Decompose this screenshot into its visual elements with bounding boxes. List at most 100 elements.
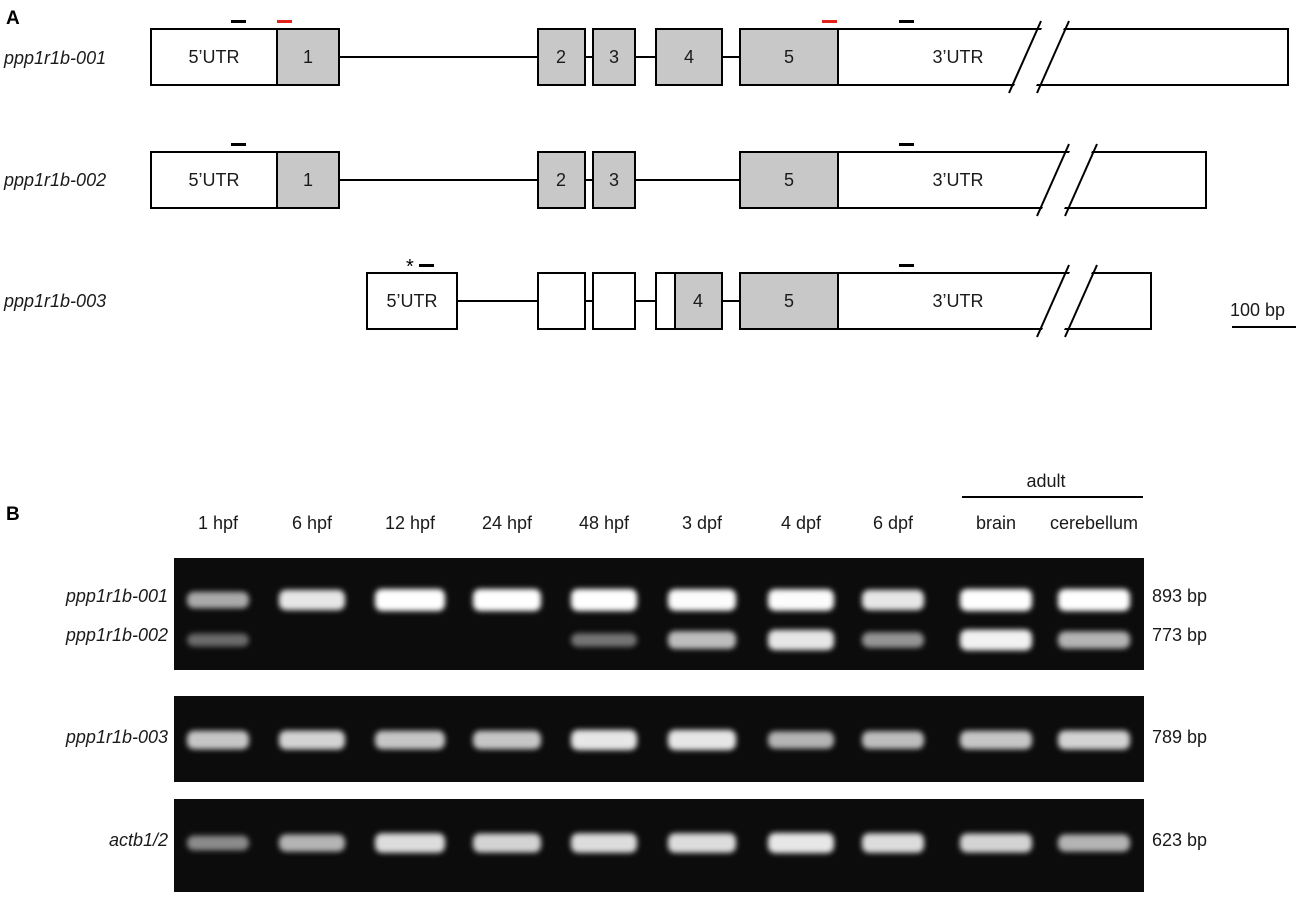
- gel-row-label: ppp1r1b-003: [65, 727, 168, 747]
- gel-band: [768, 731, 834, 749]
- adult-header: adult: [1026, 471, 1065, 491]
- band-size-label: 623 bp: [1152, 830, 1207, 850]
- gel-band: [668, 589, 736, 611]
- gel-band: [862, 731, 924, 749]
- gel-band: [473, 833, 541, 853]
- utr3-label: 3’UTR: [932, 47, 983, 67]
- primer-mark-black: [419, 264, 434, 267]
- gel-band: [668, 729, 736, 751]
- gel-image: ppp1r1b-003 789 bp: [65, 696, 1207, 782]
- gel-band: [768, 629, 834, 651]
- gel-band: [571, 589, 637, 611]
- lane-label: 3 dpf: [682, 513, 723, 533]
- gel-image: actb1/2 623 bp: [109, 799, 1207, 892]
- gel-band: [375, 589, 445, 611]
- utr5-box: [150, 151, 278, 209]
- break-gap: [1042, 151, 1092, 209]
- utr3-box: [837, 28, 1289, 86]
- exon-box: [537, 28, 586, 86]
- exon-box: [739, 151, 839, 209]
- primer-mark-red: [822, 20, 837, 23]
- gel-row-label: actb1/2: [109, 830, 168, 850]
- gel-band: [187, 591, 249, 609]
- panel-a-label: A: [6, 8, 20, 29]
- utr-exon-box: [537, 272, 586, 330]
- gel-band: [571, 833, 637, 853]
- gel-band: [668, 833, 736, 853]
- gel-band: [768, 832, 834, 854]
- gel-band: [473, 730, 541, 750]
- exon-box: [537, 151, 586, 209]
- break-gap: [1014, 28, 1064, 86]
- exon-box: [739, 28, 839, 86]
- gel-band: [1058, 631, 1130, 649]
- scale-bar: 100 bp: [1230, 300, 1296, 328]
- gel-band: [862, 833, 924, 853]
- break-mark: [1064, 143, 1098, 217]
- exon-box: [592, 28, 636, 86]
- gel-band: [768, 589, 834, 611]
- band-size-label: 773 bp: [1152, 625, 1207, 645]
- utr-exon-box: [592, 272, 636, 330]
- exon-box: [276, 28, 340, 86]
- gel-band: [960, 833, 1032, 853]
- break-mark: [1008, 20, 1042, 94]
- lane-label: 6 hpf: [292, 513, 333, 533]
- panel-b-label: B: [6, 504, 20, 525]
- exon-label: 4: [693, 291, 703, 311]
- break-mark: [1036, 143, 1070, 217]
- gel-band: [473, 589, 541, 611]
- asterisk-marker: *: [406, 256, 414, 278]
- lane-label: 24 hpf: [482, 513, 533, 533]
- exon-box: [674, 272, 723, 330]
- gel-band: [1058, 589, 1130, 611]
- transcript-003: ppp1r1b-003 5’UTR 4 5 3’UTR *: [3, 256, 1152, 338]
- exon-label: 1: [303, 47, 313, 67]
- gel-band: [375, 730, 445, 750]
- exon-box: [739, 272, 839, 330]
- gel-band: [187, 730, 249, 750]
- gel-band: [862, 632, 924, 648]
- gel-band: [187, 633, 249, 647]
- gel-band: [187, 835, 249, 851]
- exon-box: [592, 151, 636, 209]
- gel-row-label: ppp1r1b-001: [65, 586, 168, 606]
- break-mark: [1036, 264, 1070, 338]
- gel-band: [571, 729, 637, 751]
- utr5-label: 5’UTR: [188, 47, 239, 67]
- gel-band: [960, 730, 1032, 750]
- gel-band: [279, 730, 345, 750]
- band-size-label: 893 bp: [1152, 586, 1207, 606]
- gel-band: [960, 629, 1032, 651]
- primer-mark-black: [899, 20, 914, 23]
- lane-label: cerebellum: [1050, 513, 1138, 533]
- break-mark: [1064, 264, 1098, 338]
- utr5-label: 5’UTR: [188, 170, 239, 190]
- transcript-002: ppp1r1b-002 5’UTR 1 2 3 5 3’UTR: [3, 143, 1207, 217]
- gel-band: [668, 631, 736, 649]
- transcript-001-name: ppp1r1b-001: [3, 48, 106, 68]
- lane-label: 1 hpf: [198, 513, 239, 533]
- gel-background: [174, 558, 1144, 670]
- transcript-001: ppp1r1b-001 5’UTR 1 2 3 4 5 3’UTR: [3, 20, 1289, 94]
- utr3-box: [837, 272, 1152, 330]
- exon-label: 1: [303, 170, 313, 190]
- exon-label: 3: [609, 47, 619, 67]
- primer-mark-black: [899, 143, 914, 146]
- exon-label: 5: [784, 291, 794, 311]
- break-gap: [1042, 272, 1092, 330]
- utr3-box: [837, 151, 1207, 209]
- utr5-box: [366, 272, 458, 330]
- lane-label: 6 dpf: [873, 513, 914, 533]
- exon-label: 2: [556, 170, 566, 190]
- gel-band: [279, 834, 345, 852]
- lane-label: 48 hpf: [579, 513, 630, 533]
- exon-label: 3: [609, 170, 619, 190]
- gel-band: [1058, 730, 1130, 750]
- exon-box: [655, 28, 723, 86]
- scale-bar-label: 100 bp: [1230, 300, 1285, 320]
- band-size-label: 789 bp: [1152, 727, 1207, 747]
- exon-label: 5: [784, 170, 794, 190]
